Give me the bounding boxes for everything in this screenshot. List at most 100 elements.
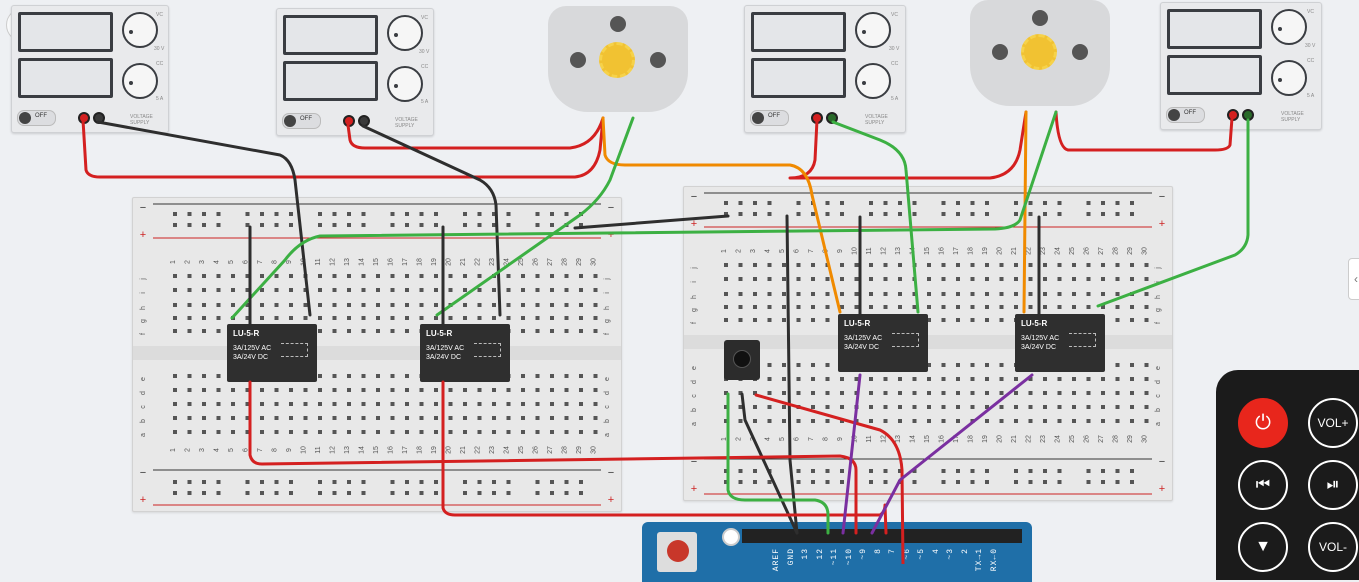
ir-sensor-eye xyxy=(733,350,751,368)
relay-3[interactable]: LU-5-R 3A/125V AC 3A/24V DC xyxy=(838,314,928,372)
relay-4[interactable]: LU-5-R 3A/125V AC 3A/24V DC xyxy=(1015,314,1105,372)
power-supply-3[interactable]: VC CC 30 V 5 A OFF VOLTAGE SUPPLY xyxy=(744,5,906,133)
row-label: i xyxy=(604,292,611,294)
current-knob[interactable] xyxy=(387,66,423,102)
tie-point xyxy=(477,388,482,392)
voltage-knob[interactable] xyxy=(122,12,158,48)
brand-label: VOLTAGE SUPPLY xyxy=(395,117,418,129)
power-switch[interactable]: OFF xyxy=(17,110,56,126)
column-label: 3 xyxy=(750,249,757,253)
tie-point xyxy=(999,305,1004,309)
tie-point xyxy=(1014,419,1018,423)
rail-hole xyxy=(550,480,554,484)
ir-receiver[interactable] xyxy=(724,340,760,380)
tie-point xyxy=(318,416,322,420)
tie-point xyxy=(361,303,366,307)
tie-point xyxy=(898,419,902,423)
tie-point xyxy=(521,316,525,320)
rail-hole xyxy=(970,469,975,473)
tie-point xyxy=(202,374,206,378)
arrow-down-icon[interactable]: ▼ xyxy=(1238,522,1288,572)
tie-point xyxy=(202,430,206,434)
power-supply-1[interactable]: VC CC 30 V 5 A OFF VOLTAGE SUPPLY xyxy=(11,5,169,133)
row-label: j xyxy=(1155,267,1162,270)
tie-point xyxy=(927,292,931,296)
current-knob[interactable] xyxy=(122,63,158,99)
voltage-scale: 30 V xyxy=(889,46,900,52)
tie-point xyxy=(347,402,351,406)
relay-2[interactable]: LU-5-R 3A/125V AC 3A/24V DC xyxy=(420,324,510,382)
voltage-knob[interactable] xyxy=(387,15,423,51)
wire-red xyxy=(1054,110,1234,152)
row-label: e xyxy=(691,366,698,370)
tie-point xyxy=(753,391,757,395)
rail-hole xyxy=(477,223,482,227)
rail-hole xyxy=(1130,469,1134,473)
column-label: 28 xyxy=(1113,247,1120,255)
current-display xyxy=(1167,55,1262,95)
tie-point xyxy=(1130,318,1134,322)
power-switch[interactable]: OFF xyxy=(1166,107,1205,123)
skip-back-icon[interactable]: ⏮ xyxy=(1238,460,1288,510)
digital-header[interactable] xyxy=(742,529,1022,543)
tie-point xyxy=(405,303,409,307)
vol-up-button[interactable]: VOL+ xyxy=(1308,398,1358,448)
vol-down-button[interactable]: VOL- xyxy=(1308,522,1358,572)
dc-motor-2[interactable] xyxy=(970,0,1110,106)
relay-rating-dc: 3A/24V DC xyxy=(1021,344,1057,351)
reset-button[interactable] xyxy=(667,540,689,562)
rail-hole xyxy=(840,469,844,473)
tie-point xyxy=(361,288,366,292)
voltage-scale: 30 V xyxy=(1305,43,1316,49)
tie-point xyxy=(550,288,554,292)
column-label: 6 xyxy=(243,448,250,452)
tie-point xyxy=(1115,277,1120,281)
rail-hole xyxy=(1101,480,1105,484)
tie-point xyxy=(347,303,351,307)
tie-point xyxy=(1057,391,1062,395)
rail-hole xyxy=(477,491,482,495)
play-pause-icon[interactable]: ⏯ xyxy=(1308,460,1358,510)
tie-point xyxy=(1043,405,1047,409)
power-switch[interactable]: OFF xyxy=(282,113,321,129)
tie-point xyxy=(927,305,931,309)
tie-point xyxy=(941,391,946,395)
tie-point xyxy=(550,416,554,420)
current-scale: 5 A xyxy=(156,96,164,102)
column-label: 8 xyxy=(272,260,279,264)
tie-point xyxy=(318,288,322,292)
rail-hole xyxy=(985,201,989,205)
voltage-knob[interactable] xyxy=(1271,9,1307,45)
tie-point xyxy=(274,416,279,420)
power-supply-4[interactable]: VC CC 30 V 5 A OFF VOLTAGE SUPPLY xyxy=(1160,2,1322,130)
cc-label: CC xyxy=(156,61,164,67)
relay-1[interactable]: LU-5-R 3A/125V AC 3A/24V DC xyxy=(227,324,317,382)
column-label: 6 xyxy=(794,437,801,441)
dc-motor-1[interactable] xyxy=(548,6,688,112)
current-knob[interactable] xyxy=(1271,60,1307,96)
tie-point xyxy=(840,391,844,395)
tie-point xyxy=(840,263,844,267)
power-switch[interactable]: OFF xyxy=(750,110,789,126)
rail-hole xyxy=(956,469,960,473)
tie-point xyxy=(202,288,206,292)
current-knob[interactable] xyxy=(855,63,891,99)
tie-point xyxy=(332,274,337,278)
tie-point xyxy=(840,405,844,409)
tie-point xyxy=(782,263,786,267)
voltage-knob[interactable] xyxy=(855,12,891,48)
rail-hole xyxy=(724,201,728,205)
ir-remote[interactable]: ⏻ VOL+ ⏮ ⏯ ▼ VOL- xyxy=(1216,370,1359,580)
tie-point xyxy=(1043,377,1047,381)
column-label: 7 xyxy=(257,448,264,452)
tie-point xyxy=(912,419,917,423)
rail-hole xyxy=(535,480,540,484)
panel-toggle-button[interactable]: ‹ xyxy=(1348,258,1359,300)
power-icon[interactable]: ⏻ xyxy=(1238,398,1288,448)
tie-point xyxy=(593,388,598,392)
column-label: 25 xyxy=(518,446,525,454)
tie-point xyxy=(361,430,366,434)
tie-point xyxy=(854,305,859,309)
rail-hole xyxy=(912,480,917,484)
wire-red xyxy=(248,380,858,535)
